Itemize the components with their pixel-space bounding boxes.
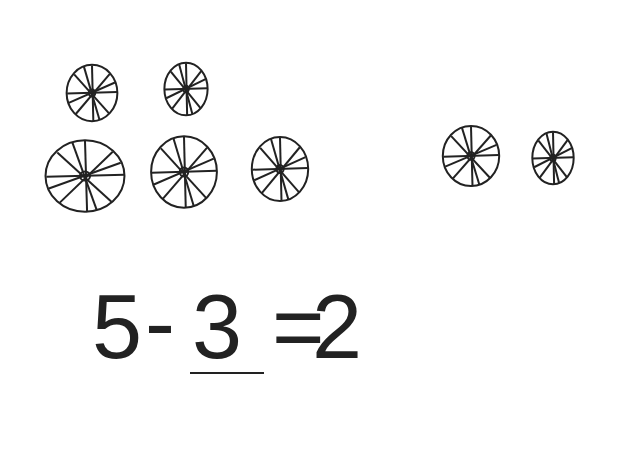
- equation-symbol: 5: [92, 282, 142, 372]
- wheel: [164, 63, 207, 116]
- wheel: [46, 140, 125, 212]
- answer-blank: 3: [190, 282, 264, 374]
- equation-symbol: -: [145, 278, 175, 368]
- wheel: [252, 137, 308, 201]
- wheel: [443, 126, 499, 186]
- equation-symbol: 2: [312, 282, 362, 372]
- wheel: [532, 132, 573, 185]
- wheel: [151, 136, 217, 208]
- wheel: [67, 65, 118, 122]
